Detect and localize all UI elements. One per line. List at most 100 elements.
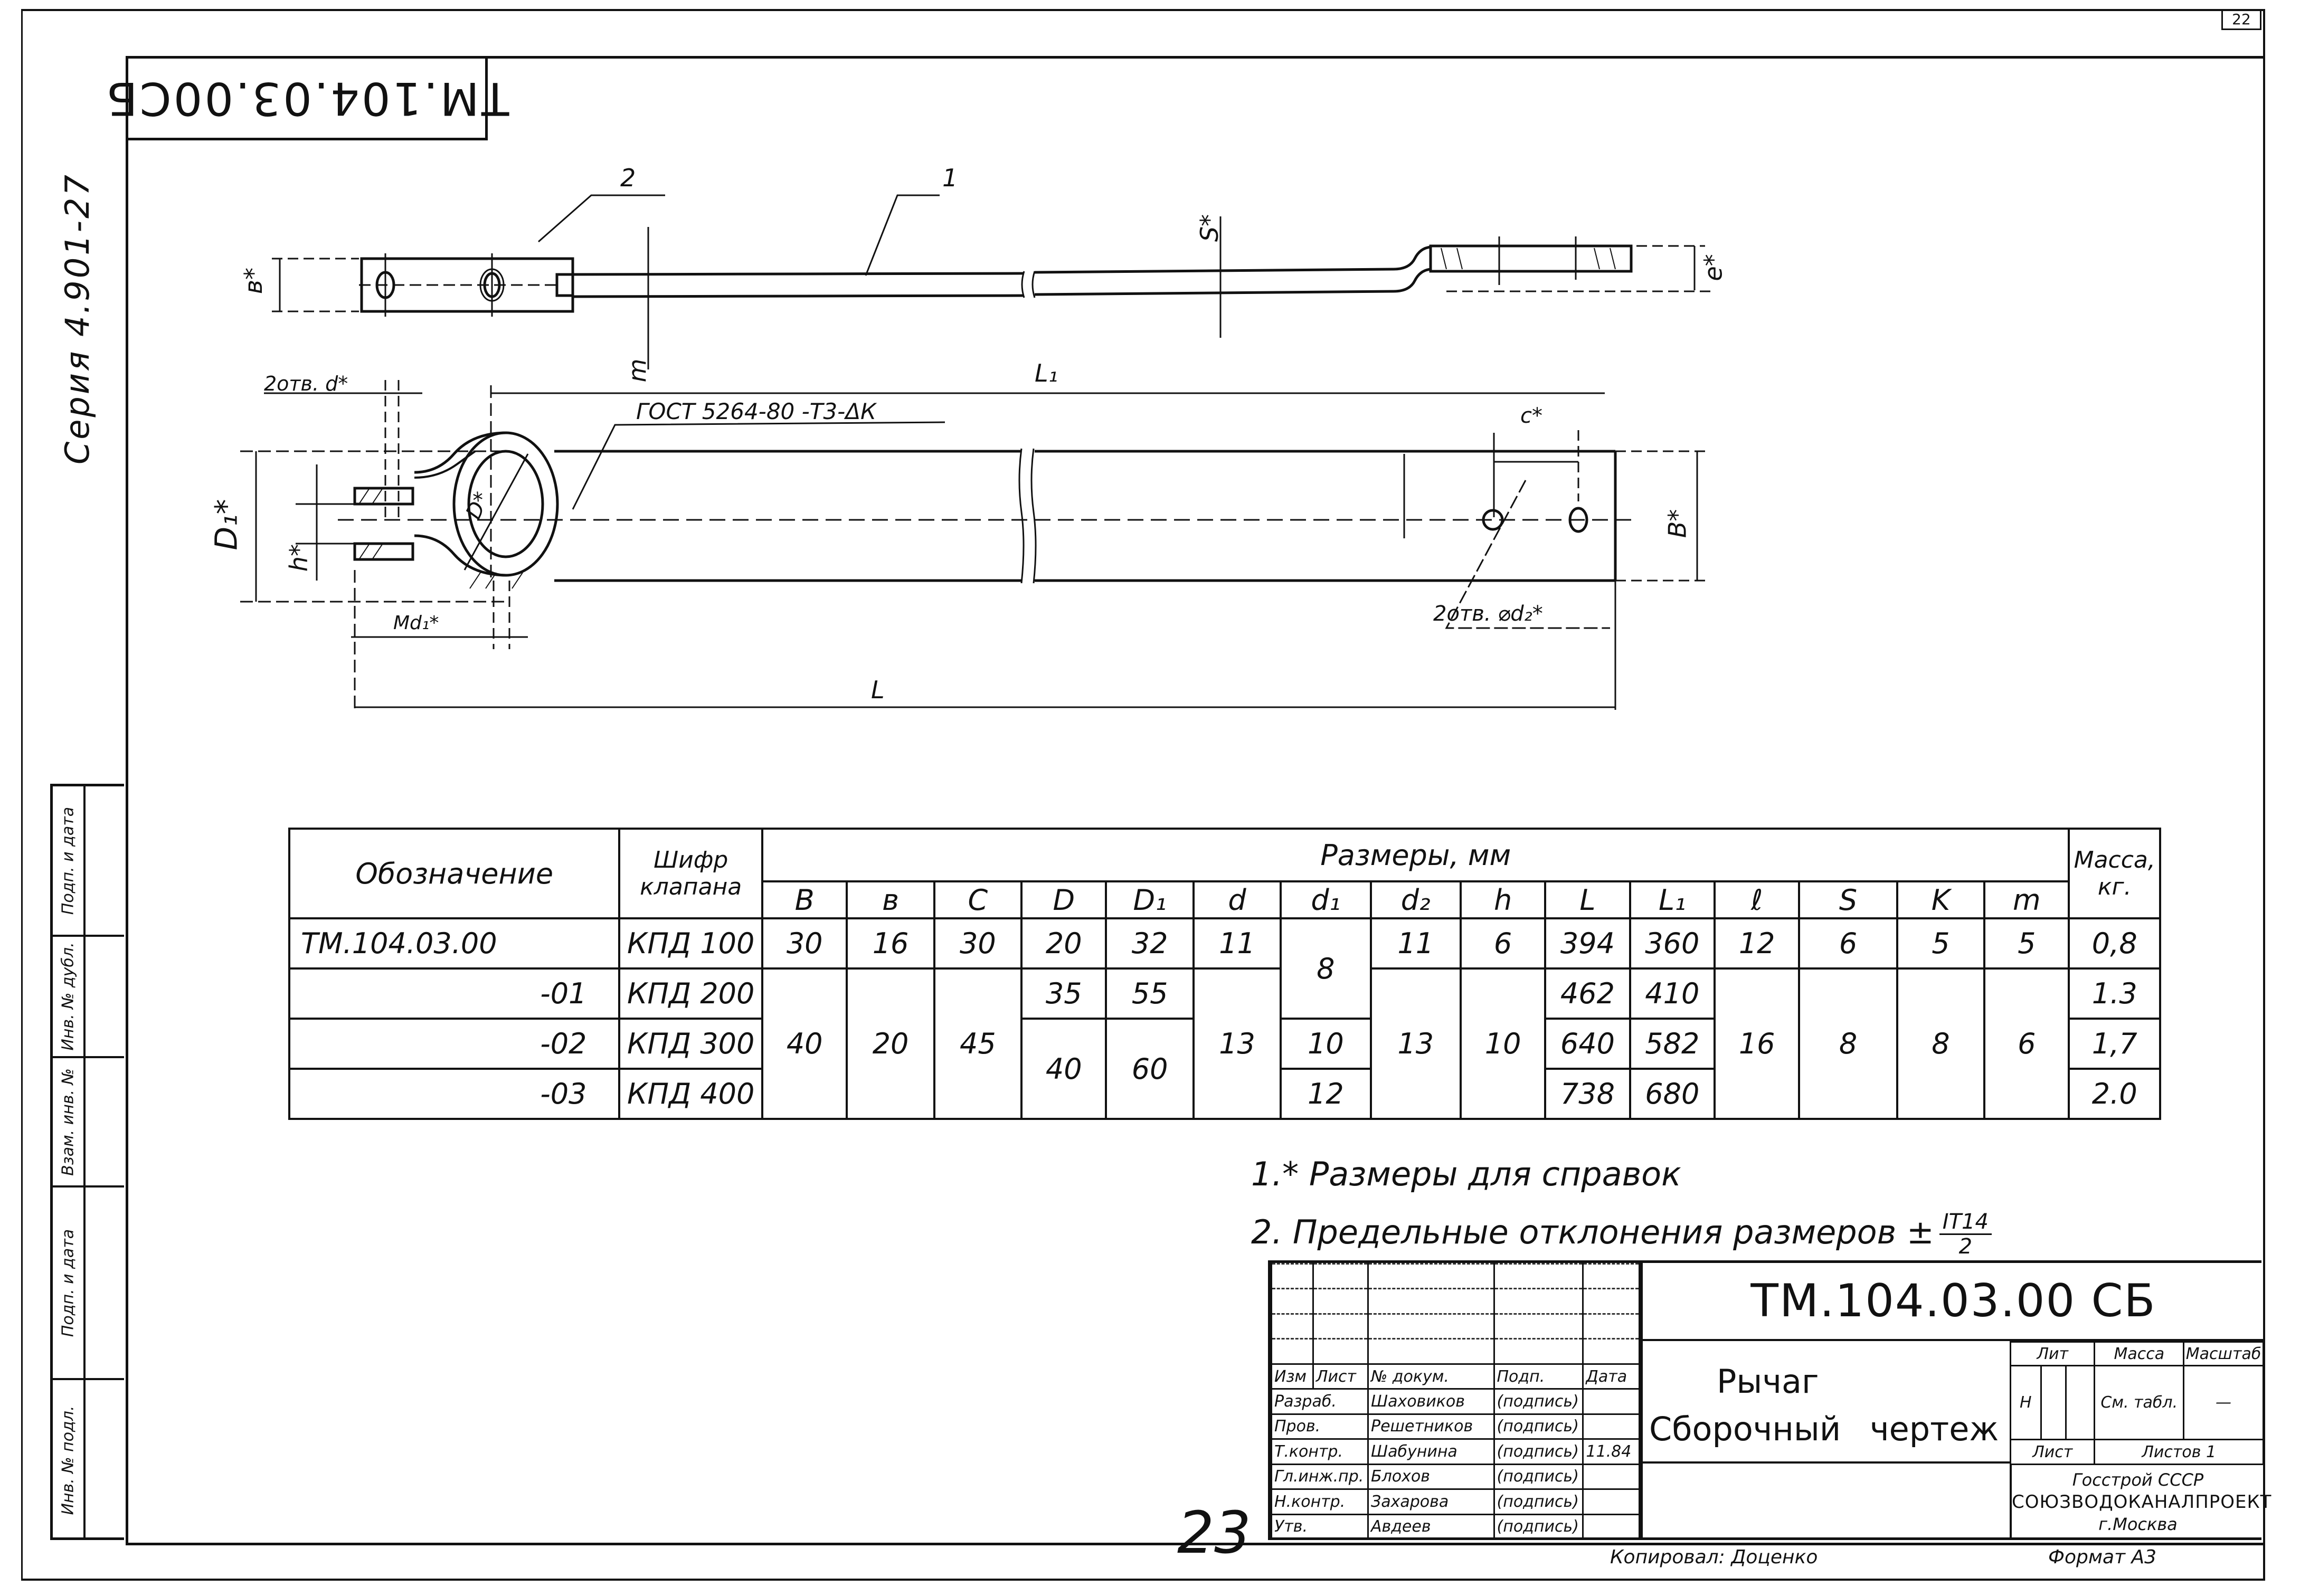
cell-L1: 680 [1629, 1068, 1716, 1120]
col-D: D [1020, 880, 1108, 919]
col-mass: Масса, кг. [2068, 828, 2161, 919]
dim-Md1-star: Md₁* [393, 612, 439, 634]
handwritten-number: 23 [1177, 1499, 1251, 1566]
role-row: Н.контр.Захарова(подпись) [1271, 1488, 1640, 1515]
cell-mass: 1,7 [2068, 1018, 2161, 1070]
fraction-numerator: IT14 [1939, 1210, 1992, 1236]
cell-d1: 12 [1280, 1068, 1372, 1120]
cell-l: 16 [1713, 967, 1801, 1120]
holes-d-label: 2отв. d* [264, 372, 348, 395]
sheet-number: 22 [2221, 9, 2261, 30]
position-2-label: 2 [620, 164, 636, 192]
role-row: Утв.Авдеев(подпись) [1271, 1513, 1640, 1541]
col-d1: d₁ [1280, 880, 1372, 919]
cell-valve: КПД 200 [618, 967, 764, 1020]
col-valve-code: Шифр клапана [618, 828, 764, 919]
title-block: Изм Лист № докум. Подп. Дата Разраб.Шахо… [1268, 1260, 2272, 1541]
dim-L1: L₁ [1035, 359, 1058, 387]
date [1582, 1488, 1640, 1515]
cell-C: 30 [933, 917, 1023, 970]
col-sizes-group: Размеры, мм [761, 828, 2070, 882]
cell-valve: КПД 300 [618, 1018, 764, 1070]
lit-mass-scale-table: Лит Масса Масштаб Н См. табл. — Лист Лис… [2009, 1341, 2264, 1465]
cell-L: 394 [1544, 917, 1631, 970]
side-cell: Инв. № подл. [53, 1380, 124, 1540]
scale-label: Масштаб [2183, 1341, 2264, 1366]
sheet-format: Формат А3 [2048, 1546, 2157, 1568]
cell-d1: 10 [1280, 1018, 1372, 1070]
cell-b: 16 [846, 917, 935, 970]
col-C: С [933, 880, 1023, 919]
cell-D1: 32 [1105, 917, 1195, 970]
organization: Госстрой СССР СОЮЗВОДОКАНАЛПРОЕКТ г.Моск… [2010, 1464, 2272, 1540]
fraction-denominator: 2 [1958, 1234, 1973, 1259]
cell-b: 20 [846, 967, 935, 1120]
role: Т.контр. [1271, 1438, 1369, 1465]
dim-L: L [871, 676, 885, 704]
cell-B: 40 [761, 967, 848, 1120]
mass-value: См. табл. [2094, 1365, 2185, 1440]
revision-header-row: Изм Лист № докум. Подп. Дата [1271, 1363, 1640, 1390]
hdr-change: Изм [1271, 1363, 1314, 1390]
col-designation: Обозначение [288, 828, 621, 919]
cell-L1: 410 [1629, 967, 1716, 1020]
cell-K: 8 [1896, 967, 1986, 1120]
cell-D1: 60 [1105, 1018, 1195, 1120]
side-cell: Инв. № дубл. [53, 937, 124, 1058]
col-d2: d₂ [1369, 880, 1462, 919]
cell-designation: -01 [288, 967, 621, 1020]
scale-value: — [2183, 1365, 2264, 1440]
dim-h-star: h* [285, 544, 314, 572]
col-D1: D₁ [1105, 880, 1195, 919]
hdr-sheet: Лист [1312, 1363, 1369, 1390]
signature: (подпись) [1493, 1463, 1584, 1490]
cell-d: 13 [1192, 967, 1282, 1120]
cell-designation: ТМ.104.03.00 [288, 917, 621, 970]
cell-valve: КПД 400 [618, 1068, 764, 1120]
signature: (подпись) [1493, 1513, 1584, 1541]
person-name: Шаховиков [1367, 1388, 1495, 1415]
col-m: m [1983, 880, 2070, 919]
cell-L: 738 [1544, 1068, 1631, 1120]
cell-L1: 360 [1629, 917, 1716, 970]
col-K: K [1896, 880, 1986, 919]
cell-mass: 2.0 [2068, 1068, 2161, 1120]
cell-D: 40 [1020, 1018, 1108, 1120]
dim-e-star: е* [1699, 254, 1728, 281]
hdr-doc-no: № докум. [1367, 1363, 1495, 1390]
col-L1: L₁ [1629, 880, 1716, 919]
name-line-1: Рычаг [1717, 1362, 1819, 1401]
signature: (подпись) [1493, 1388, 1584, 1415]
holes-d2-label: 2отв. ⌀d₂* [1433, 602, 1543, 626]
signature: (подпись) [1493, 1438, 1584, 1465]
person-name: Авдеев [1367, 1513, 1495, 1541]
person-name: Решетников [1367, 1413, 1495, 1440]
role-row: Гл.инж.пр.Блохов(подпись) [1271, 1463, 1640, 1490]
cell-C: 45 [933, 967, 1023, 1120]
cell-L1: 582 [1629, 1018, 1716, 1070]
signature: (подпись) [1493, 1413, 1584, 1440]
document-code: ТМ.104.03.00 СБ [1640, 1263, 2264, 1341]
col-S: S [1798, 880, 1898, 919]
person-name: Шабунина [1367, 1438, 1495, 1465]
org-line-2: СОЮЗВОДОКАНАЛПРОЕКТ [2012, 1492, 2272, 1513]
cell-designation: -02 [288, 1018, 621, 1070]
date [1582, 1513, 1640, 1541]
role: Утв. [1271, 1513, 1369, 1541]
person-name: Блохов [1367, 1463, 1495, 1490]
role: Пров. [1271, 1413, 1369, 1440]
role: Н.контр. [1271, 1488, 1369, 1515]
col-d: d [1192, 880, 1282, 919]
note-2-text: 2. Предельные отклонения размеров ± [1251, 1213, 1934, 1251]
lit-value: Н [2010, 1365, 2042, 1440]
cell-mass: 1.3 [2068, 967, 2161, 1020]
date [1582, 1413, 1640, 1440]
date: 11.84 [1582, 1438, 1640, 1465]
side-cell: Подп. и дата [53, 1188, 124, 1380]
dim-D1-star: D₁* [208, 499, 244, 550]
spec-table: Обозначение Шифр клапана Размеры, мм Мас… [288, 828, 2161, 1120]
dim-B-star: В* [1663, 509, 1692, 538]
